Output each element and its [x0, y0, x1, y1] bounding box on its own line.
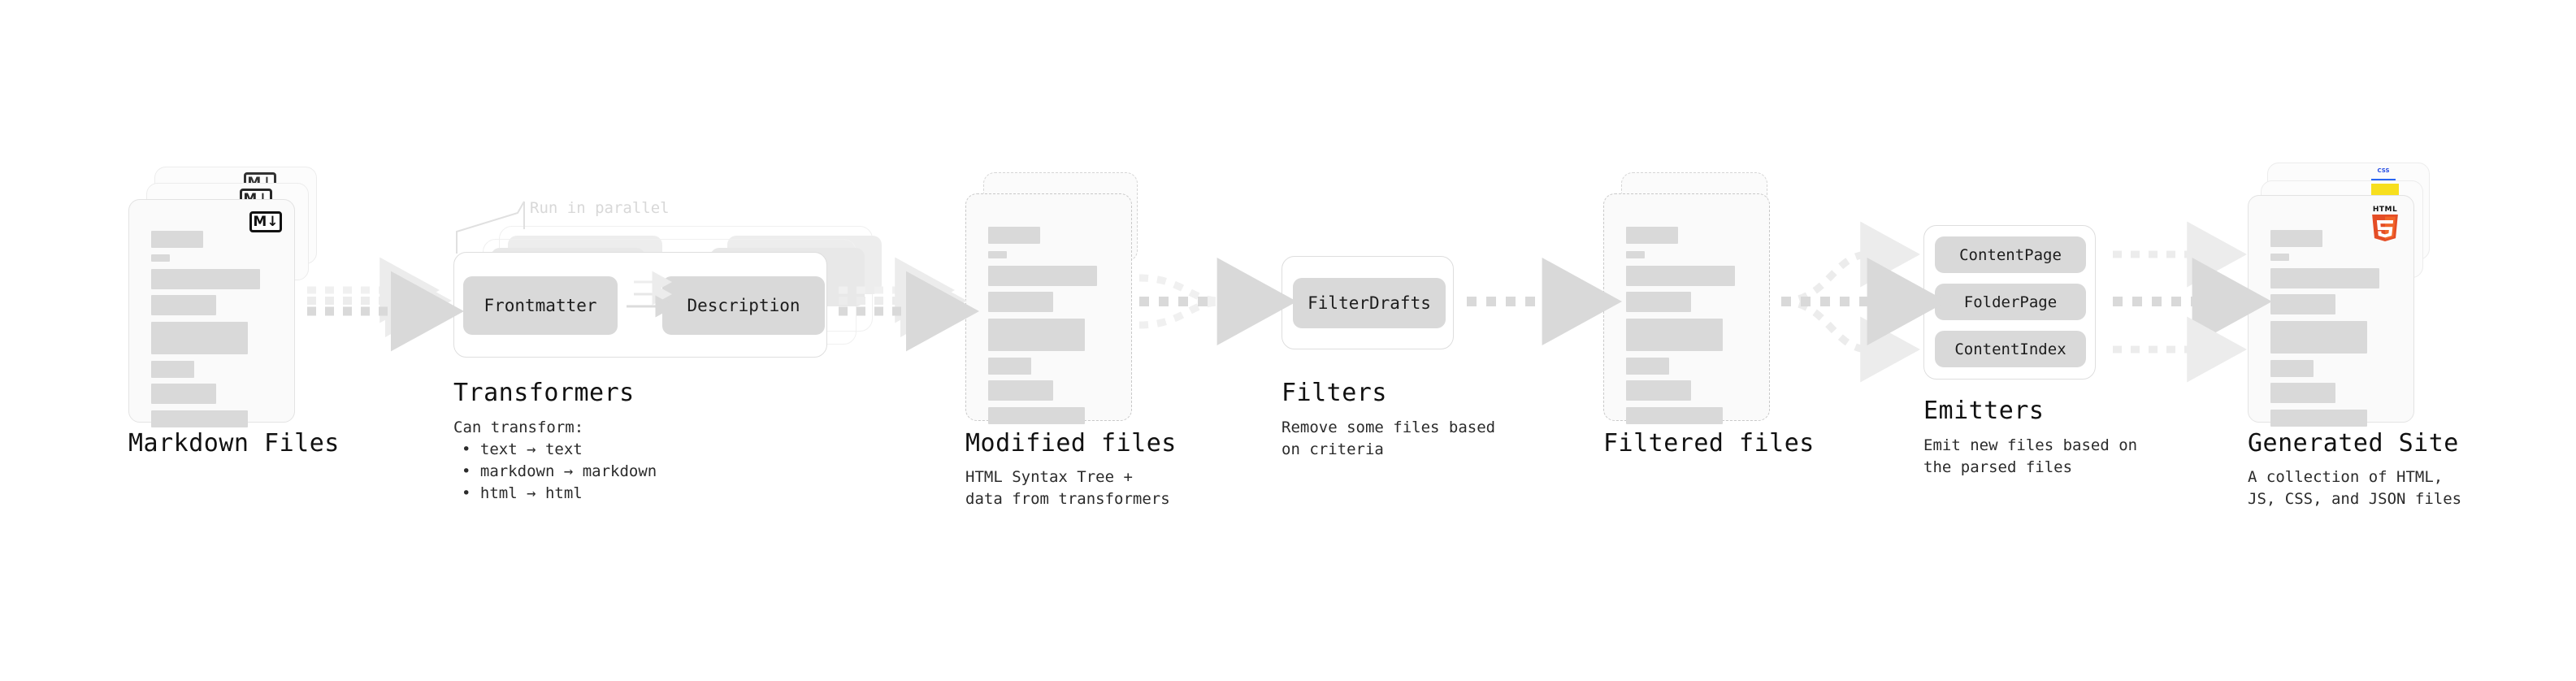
content-bar [1626, 319, 1723, 351]
content-bar [151, 254, 170, 262]
filter-pill-filterdrafts[interactable]: FilterDrafts [1293, 278, 1446, 328]
filtered-file-card [1603, 193, 1770, 424]
stage-title-markdown-files: Markdown Files [128, 429, 340, 458]
content-bar [151, 295, 216, 315]
generated-site-card: HTML [2248, 195, 2414, 427]
stage-title-generated-site: Generated Site [2248, 429, 2459, 458]
site-card-content [2249, 196, 2413, 427]
emitters-subtitle: Emit new files based on the parsed files [1923, 436, 2138, 476]
content-bar [2270, 383, 2335, 403]
content-bar [2270, 321, 2367, 354]
emitter-pill-folderpage[interactable]: FolderPage [1935, 284, 2086, 320]
html5-caption: HTML [2372, 206, 2398, 214]
content-bar [1626, 407, 1723, 424]
run-in-parallel-label: Run in parallel [530, 199, 670, 217]
content-bar [1626, 251, 1645, 258]
content-bar [988, 292, 1053, 312]
transformers-bullet-0: • text → text [462, 440, 583, 458]
filters-subtitle: Remove some files based on criteria [1281, 419, 1496, 458]
stage-title-modified-files: Modified files [965, 429, 1177, 458]
content-bar [2270, 254, 2289, 261]
connector-filtered-to-emitters [1780, 221, 1947, 383]
transformer-pill-description[interactable]: Description [662, 276, 825, 335]
content-bar [988, 227, 1040, 244]
content-bar [1626, 292, 1691, 312]
content-bar [151, 361, 194, 378]
transformers-bullet-2: • html → html [462, 484, 583, 502]
content-bar [2270, 360, 2314, 377]
filtered-card-content [1604, 194, 1769, 424]
stage-title-transformers: Transformers [453, 379, 635, 407]
content-bar [1626, 266, 1735, 286]
content-bar [988, 319, 1085, 351]
transformers-bullet-1: • markdown → markdown [462, 462, 657, 480]
content-bar [988, 251, 1007, 258]
stage-title-emitters: Emitters [1923, 397, 2045, 425]
transformer-pill-frontmatter[interactable]: Frontmatter [463, 276, 618, 335]
emitter-pill-contentpage[interactable]: ContentPage [1935, 236, 2086, 273]
generated-site-subtitle: A collection of HTML, JS, CSS, and JSON … [2248, 468, 2462, 508]
markdown-file-card: M↓ [128, 199, 295, 427]
markdown-logo-icon: M↓ [249, 211, 282, 232]
content-bar [988, 266, 1097, 286]
content-bar [1626, 227, 1678, 244]
connector-markdown-to-transformers [307, 257, 464, 352]
content-bar [2270, 294, 2335, 314]
html5-logo-icon: HTML [2368, 206, 2402, 245]
stage-title-filtered-files: Filtered files [1603, 429, 1815, 458]
content-bar [1626, 380, 1691, 401]
content-bar [2270, 268, 2379, 288]
modified-files-subtitle: HTML Syntax Tree + data from transformer… [965, 468, 1170, 508]
content-bar [988, 380, 1053, 401]
transformers-subtitle: Can transform: [453, 419, 584, 436]
content-bar [2270, 230, 2322, 247]
stage-title-filters: Filters [1281, 379, 1387, 407]
modified-file-card [965, 193, 1132, 424]
connector-emitters-to-site [2113, 221, 2272, 383]
content-bar [151, 322, 248, 354]
connector-modified-to-filters [1138, 258, 1297, 345]
emitter-pill-contentindex[interactable]: ContentIndex [1935, 331, 2086, 367]
modified-card-content [966, 194, 1131, 424]
markdown-card-content [129, 200, 294, 427]
content-bar [988, 358, 1031, 375]
content-bar [151, 231, 203, 248]
content-bar [151, 410, 248, 427]
content-bar [151, 384, 216, 404]
content-bar [988, 407, 1085, 424]
content-bar [2270, 410, 2367, 427]
content-bar [1626, 358, 1669, 375]
content-bar [151, 269, 260, 289]
